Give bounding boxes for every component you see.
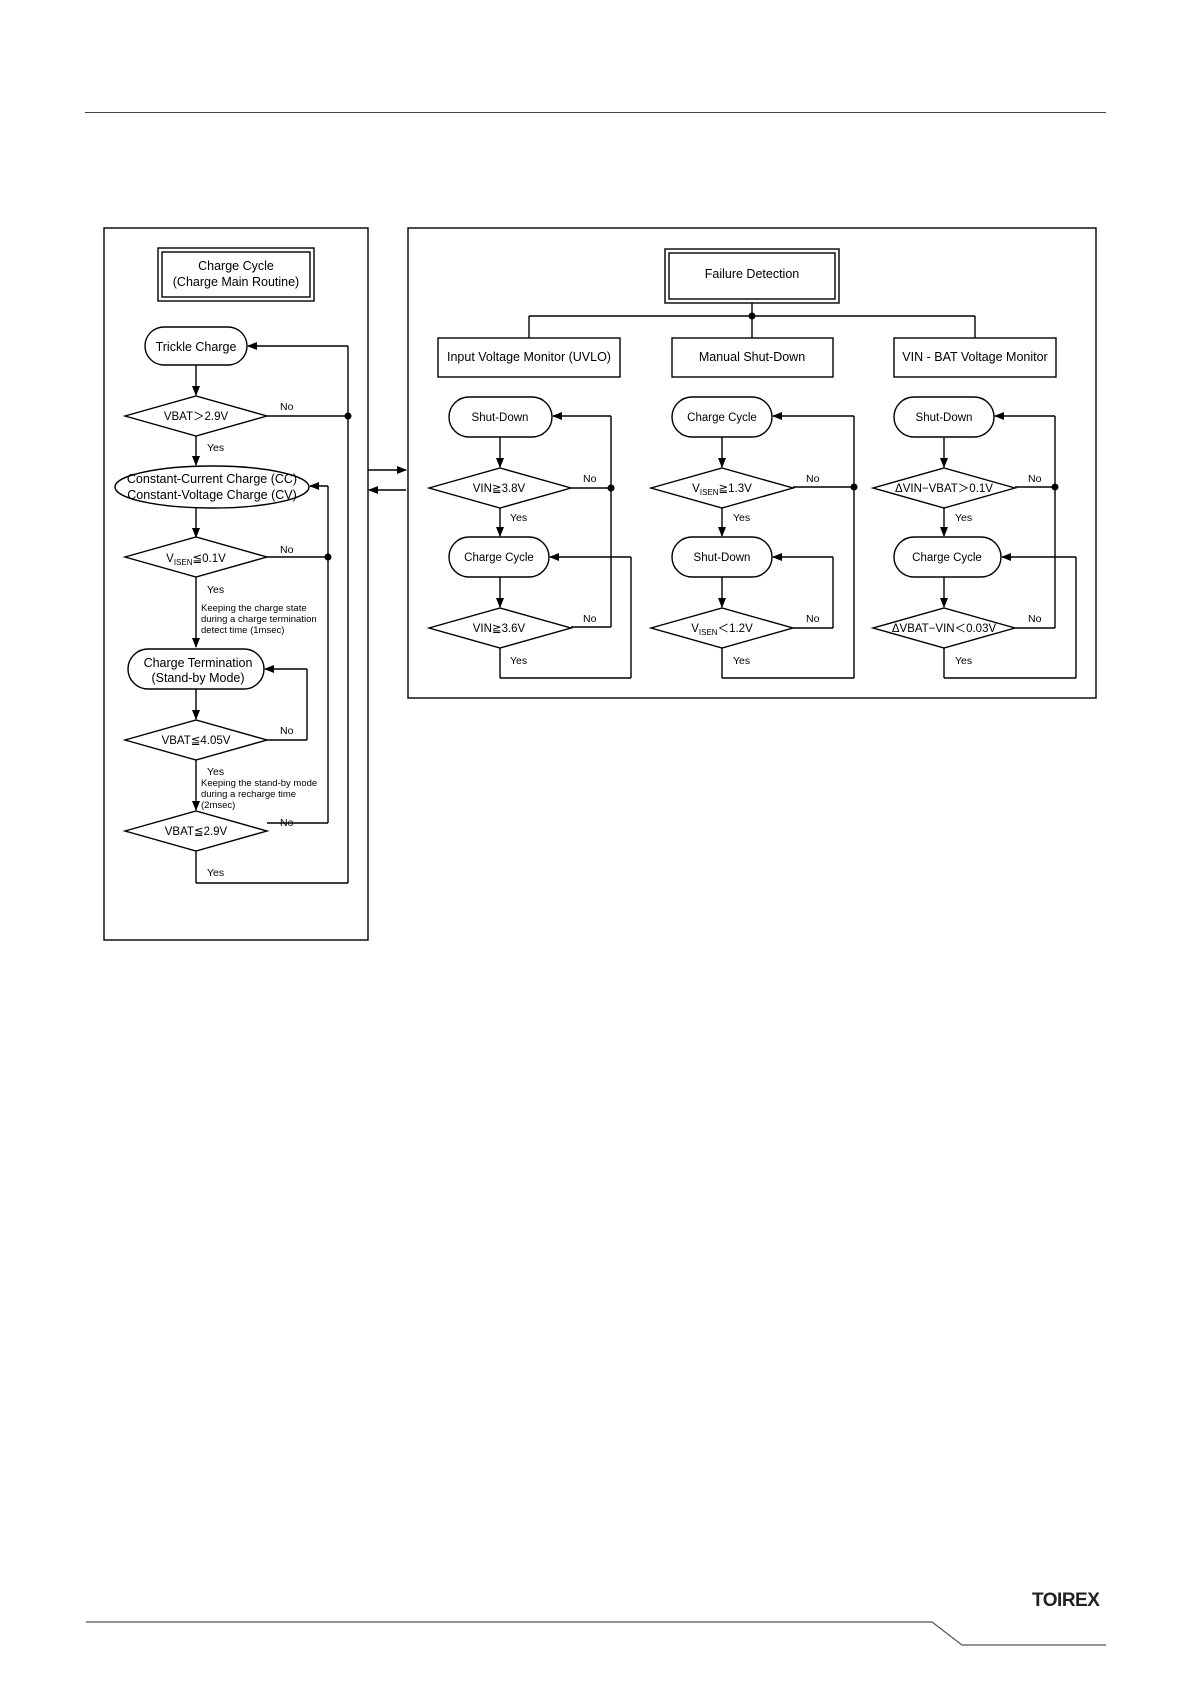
yes-label: Yes (207, 867, 224, 879)
no-label: No (280, 725, 294, 737)
cc-charge-label: Constant-Current Charge (CC) (127, 472, 297, 486)
junction-dot (344, 412, 352, 420)
manual-visen-1v3-decision[interactable] (648, 467, 796, 509)
vbat-below-4v05-label: VBAT≦4.05V (162, 735, 231, 747)
termination-note-line3: detect time (1msec) (201, 625, 284, 636)
vinbat-header: VIN - BAT Voltage Monitor (902, 350, 1047, 364)
no-label: No (806, 473, 820, 485)
no-label: No (280, 544, 294, 556)
yes-label: Yes (207, 766, 224, 778)
yes-label: Yes (733, 655, 750, 667)
trickle-charge-label: Trickle Charge (156, 340, 237, 354)
termination-note-line2: during a charge termination (201, 614, 317, 625)
vinbat-header-box (893, 337, 1057, 378)
header-rule (85, 112, 1106, 113)
no-label: No (280, 817, 294, 829)
yes-label: Yes (955, 512, 972, 524)
no-label: No (583, 473, 597, 485)
vinbat-charge-cycle-label: Charge Cycle (912, 552, 982, 564)
recharge-note-line3: (2msec) (201, 800, 235, 811)
yes-label: Yes (955, 655, 972, 667)
no-label: No (806, 613, 820, 625)
failure-detection-title: Failure Detection (705, 267, 800, 281)
uvlo-vin-3v8-label: VIN≧3.8V (473, 483, 526, 495)
manual-charge-cycle-label: Charge Cycle (687, 412, 757, 424)
main-routine-title-outer (157, 247, 315, 302)
termination-note-line1: Keeping the charge state (201, 603, 307, 614)
main-routine-title: Charge Cycle (198, 259, 274, 273)
junction-dot (324, 553, 332, 561)
no-label: No (583, 613, 597, 625)
vinbat-delta-0v1-decision[interactable] (870, 467, 1018, 509)
uvlo-vin-3v6-label: VIN≧3.6V (473, 623, 526, 635)
main-routine-title-inner (161, 251, 311, 298)
vbat-above-2v9-label: VBAT＞2.9V (164, 411, 229, 423)
vinbat-shutdown-label: Shut-Down (916, 412, 973, 424)
main-routine-panel (103, 227, 369, 941)
no-label: No (1028, 473, 1042, 485)
torex-logo: TOIREX (1032, 1590, 1100, 1611)
failure-detection-panel (407, 227, 1097, 699)
yes-label: Yes (207, 442, 224, 454)
uvlo-header-box (437, 337, 621, 378)
no-label: No (280, 401, 294, 413)
cv-charge-label: Constant-Voltage Charge (CV) (127, 488, 297, 502)
junction-dot (607, 484, 615, 492)
manual-shutdown-label: Shut-Down (694, 552, 751, 564)
vinbat-delta-0v03-label: ΔVBAT−VIN＜0.03V (892, 623, 997, 635)
junction-dot (748, 312, 756, 320)
recharge-note-line2: during a recharge time (201, 789, 296, 800)
manual-visen-1v2-label: VISEN＜1.2V (691, 623, 753, 637)
uvlo-header: Input Voltage Monitor (UVLO) (447, 350, 611, 364)
manual-shutdown-header: Manual Shut-Down (699, 350, 805, 364)
main-routine-subtitle: (Charge Main Routine) (173, 275, 299, 289)
visen-below-0v1-label: VISEN≦0.1V (166, 553, 226, 567)
yes-label: Yes (510, 655, 527, 667)
yes-label: Yes (207, 584, 224, 596)
uvlo-charge-cycle-label: Charge Cycle (464, 552, 534, 564)
standby-mode-label: (Stand-by Mode) (151, 671, 244, 685)
junction-dot (850, 483, 858, 491)
uvlo-vin-3v6-decision[interactable] (426, 607, 574, 649)
manual-visen-1v3-label: VISEN≧1.3V (692, 483, 752, 497)
failure-title-inner (668, 252, 836, 300)
vinbat-delta-0v1-label: ΔVIN−VBAT＞0.1V (895, 483, 993, 495)
yes-label: Yes (733, 512, 750, 524)
no-label: No (1028, 613, 1042, 625)
recharge-note-line1: Keeping the stand-by mode (201, 778, 317, 789)
uvlo-shutdown-label: Shut-Down (472, 412, 529, 424)
manual-shutdown-header-box (671, 337, 834, 378)
charge-termination-label: Charge Termination (144, 656, 253, 670)
junction-dot (1051, 483, 1059, 491)
yes-label: Yes (510, 512, 527, 524)
vbat-below-2v9-label: VBAT≦2.9V (165, 826, 228, 838)
vbat-below-2v9-decision[interactable] (122, 810, 270, 852)
